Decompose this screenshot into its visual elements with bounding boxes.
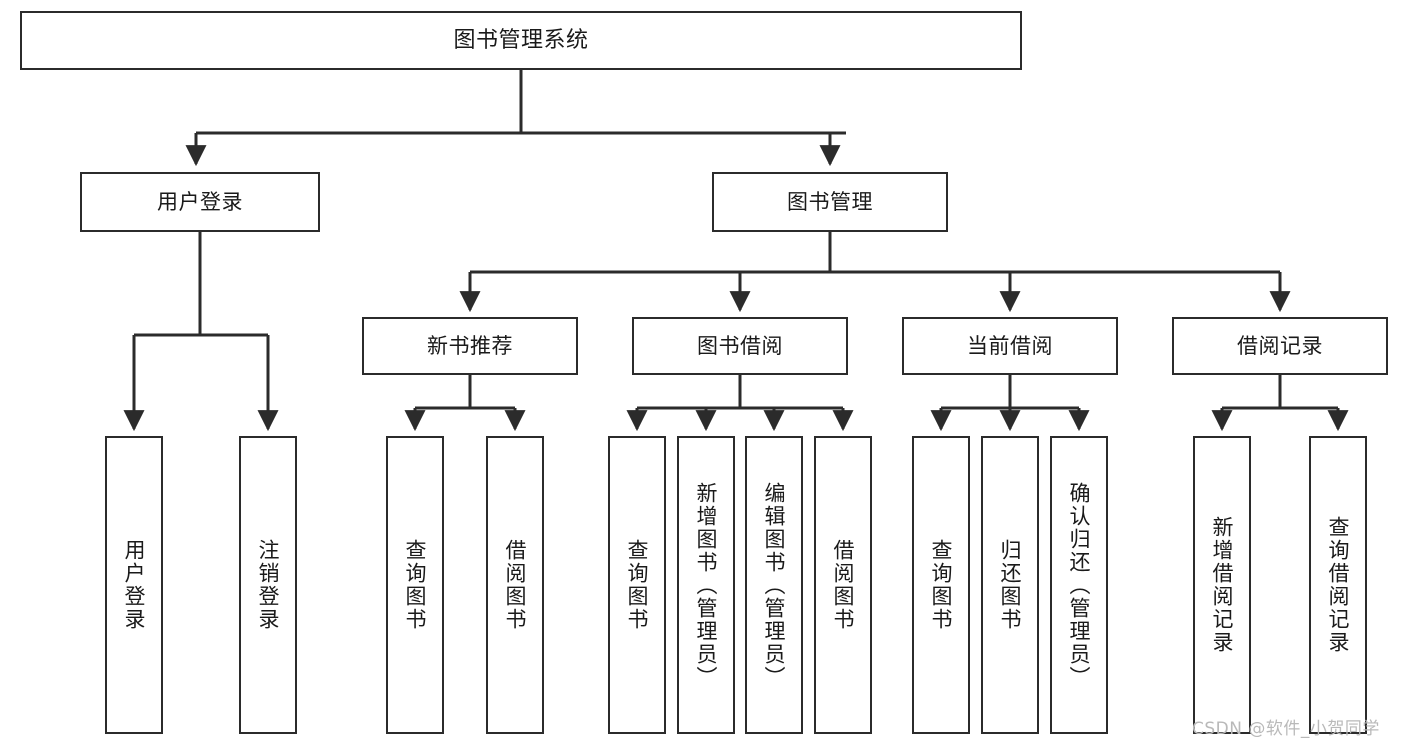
node-label: 编辑图书（管理员）: [762, 481, 787, 689]
node-label: 新增图书（管理员）: [694, 481, 719, 689]
node-leaf-confirm-return-admin[interactable]: 确认归还（管理员）: [1050, 436, 1108, 734]
node-label: 归还图书: [998, 539, 1023, 631]
node-leaf-borrow-book[interactable]: 借阅图书: [814, 436, 872, 734]
node-label: 借阅图书: [503, 539, 528, 631]
node-label: 图书管理: [787, 189, 873, 214]
node-user-login[interactable]: 用户登录: [80, 172, 320, 232]
node-label: 确认归还（管理员）: [1067, 481, 1092, 689]
node-label: 新增借阅记录: [1210, 516, 1235, 654]
node-root-system[interactable]: 图书管理系统: [20, 11, 1022, 70]
node-borrow-record[interactable]: 借阅记录: [1172, 317, 1388, 375]
node-label: 用户登录: [122, 539, 147, 631]
node-label: 查询图书: [625, 539, 650, 631]
node-leaf-return-book[interactable]: 归还图书: [981, 436, 1039, 734]
node-label: 图书借阅: [697, 333, 783, 358]
node-label: 用户登录: [157, 189, 243, 214]
node-book-borrow[interactable]: 图书借阅: [632, 317, 848, 375]
node-leaf-add-book-admin[interactable]: 新增图书（管理员）: [677, 436, 735, 734]
node-label: 图书管理系统: [453, 27, 589, 53]
node-label: 查询借阅记录: [1326, 516, 1351, 654]
node-label: 当前借阅: [967, 333, 1053, 358]
node-leaf-query-book-borrow[interactable]: 查询图书: [608, 436, 666, 734]
node-leaf-add-borrow-record[interactable]: 新增借阅记录: [1193, 436, 1251, 734]
node-label: 新书推荐: [427, 333, 513, 358]
node-book-management[interactable]: 图书管理: [712, 172, 948, 232]
node-new-book-recommend[interactable]: 新书推荐: [362, 317, 578, 375]
node-leaf-query-book-current[interactable]: 查询图书: [912, 436, 970, 734]
node-label: 注销登录: [256, 539, 281, 631]
node-leaf-user-login[interactable]: 用户登录: [105, 436, 163, 734]
node-leaf-borrow-book-recommend[interactable]: 借阅图书: [486, 436, 544, 734]
csdn-watermark: CSDN @软件_小贺同学: [1192, 719, 1380, 739]
node-label: 查询图书: [929, 539, 954, 631]
node-label: 查询图书: [403, 539, 428, 631]
node-label: 借阅图书: [831, 539, 856, 631]
node-label: 借阅记录: [1237, 333, 1323, 358]
node-leaf-query-book-recommend[interactable]: 查询图书: [386, 436, 444, 734]
node-current-borrow[interactable]: 当前借阅: [902, 317, 1118, 375]
node-leaf-edit-book-admin[interactable]: 编辑图书（管理员）: [745, 436, 803, 734]
node-leaf-logout[interactable]: 注销登录: [239, 436, 297, 734]
node-leaf-query-borrow-record[interactable]: 查询借阅记录: [1309, 436, 1367, 734]
